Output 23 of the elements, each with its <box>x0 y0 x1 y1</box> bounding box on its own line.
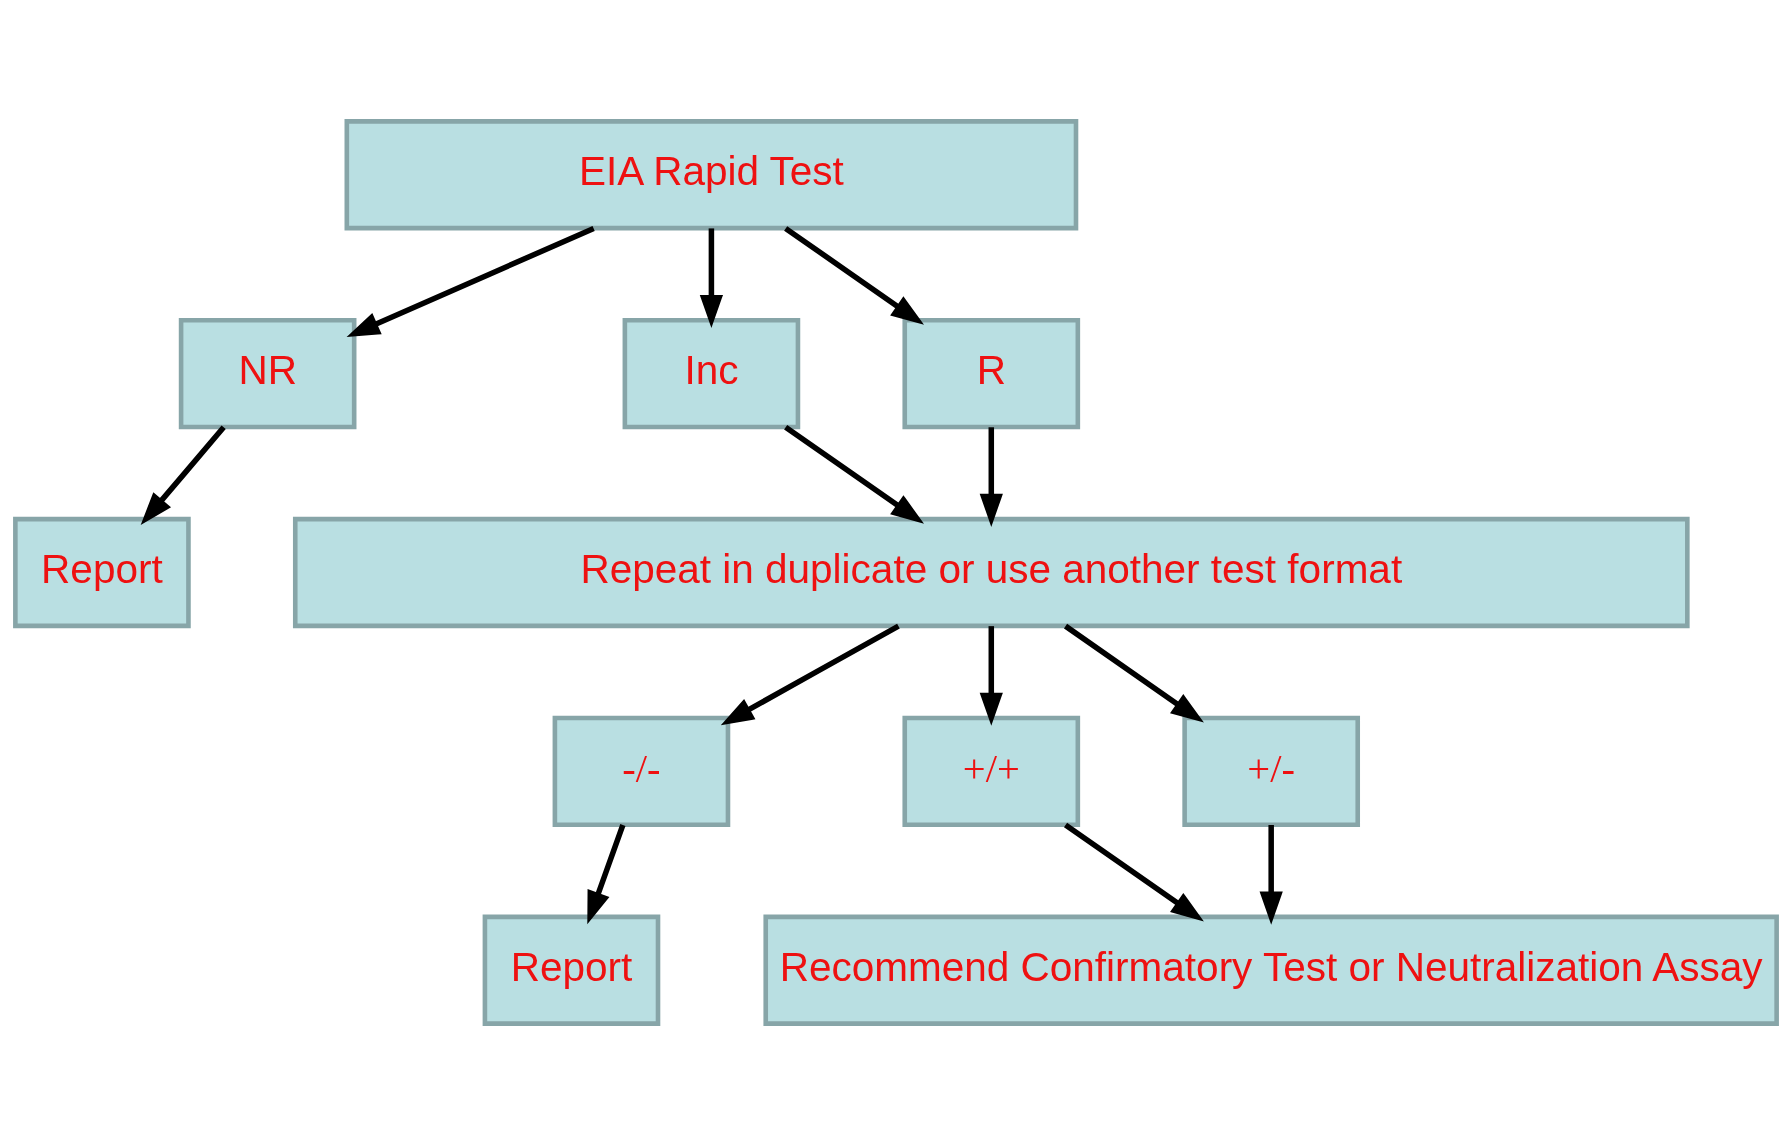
node-box: +/- <box>1182 715 1360 827</box>
arrow <box>979 625 1003 726</box>
node-box: Recommend Confirmatory Test or Neutralization Assay <box>763 914 1779 1026</box>
node-box: Report <box>482 914 661 1026</box>
node-box: R <box>902 317 1081 429</box>
arrow <box>699 227 724 328</box>
arrow <box>346 225 595 337</box>
arrow <box>587 823 626 924</box>
arrow <box>1259 824 1283 925</box>
arrow <box>140 425 226 525</box>
node-box: EIA Rapid Test <box>344 118 1079 230</box>
arrow <box>720 623 900 725</box>
node-box: Report <box>13 516 191 628</box>
arrow <box>784 225 924 325</box>
arrow <box>784 424 924 524</box>
node-box: Repeat in duplicate or use another test format <box>292 516 1690 628</box>
arrow <box>979 426 1003 527</box>
node-box: NR <box>178 317 357 429</box>
node-box: Inc <box>622 317 801 429</box>
arrow <box>1063 822 1204 921</box>
arrow <box>1063 623 1204 723</box>
node-box: +/+ <box>902 715 1081 827</box>
node-box: -/- <box>552 715 731 827</box>
